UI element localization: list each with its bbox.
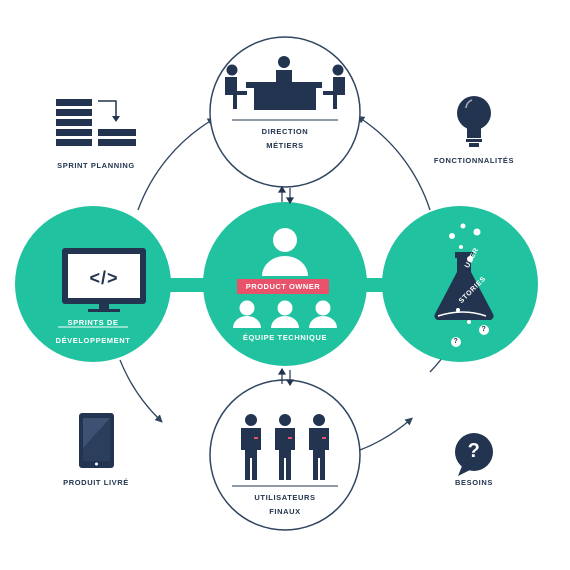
- double-arrow-icon: [277, 367, 295, 387]
- flask-question-1: ?: [481, 326, 487, 333]
- sprints-label-2: DÉVELOPPEMENT: [55, 336, 131, 345]
- meeting-table-icon: [225, 56, 345, 110]
- ring-arc-bottom-left: [119, 359, 163, 423]
- users-group-icon: [241, 414, 329, 480]
- besoins-question-glyph: ?: [467, 440, 481, 462]
- direction-label-2: MÉTIERS: [266, 141, 304, 150]
- ring-arc-top-left: [137, 117, 216, 211]
- code-glyph: </>: [89, 268, 119, 288]
- produit-livre-label: PRODUIT LIVRÉ: [63, 478, 129, 487]
- team-icon: [233, 228, 337, 328]
- flask-question-2: ?: [453, 338, 459, 345]
- cycle-ring: [119, 115, 449, 451]
- equipe-technique-label: ÉQUIPE TECHNIQUE: [242, 333, 328, 342]
- question-bubble-icon: [455, 433, 493, 476]
- ring-arc-top-right: [356, 115, 431, 211]
- sprint-planning-icon: [56, 99, 136, 146]
- utilisateurs-label-2: FINAUX: [269, 507, 301, 516]
- lightbulb-icon: [457, 96, 491, 147]
- utilisateurs-label-1: UTILISATEURS: [254, 493, 316, 502]
- ring-arc-bottom-right: [359, 417, 413, 451]
- product-owner-badge: PRODUCT OWNER: [237, 279, 329, 294]
- fonctionnalites-label: FONCTIONNALITÉS: [433, 156, 515, 165]
- monitor-code-icon: [62, 248, 146, 312]
- circle-direction: [209, 36, 361, 188]
- sprint-planning-label: SPRINT PLANNING: [57, 161, 135, 170]
- besoins-label: BESOINS: [455, 478, 493, 487]
- sprints-label-1: SPRINTS DE: [67, 318, 119, 327]
- direction-label-1: DIRECTION: [261, 127, 309, 136]
- flask-icon: [434, 223, 494, 347]
- tablet-icon: [79, 413, 114, 468]
- double-arrow-icon: [277, 185, 295, 205]
